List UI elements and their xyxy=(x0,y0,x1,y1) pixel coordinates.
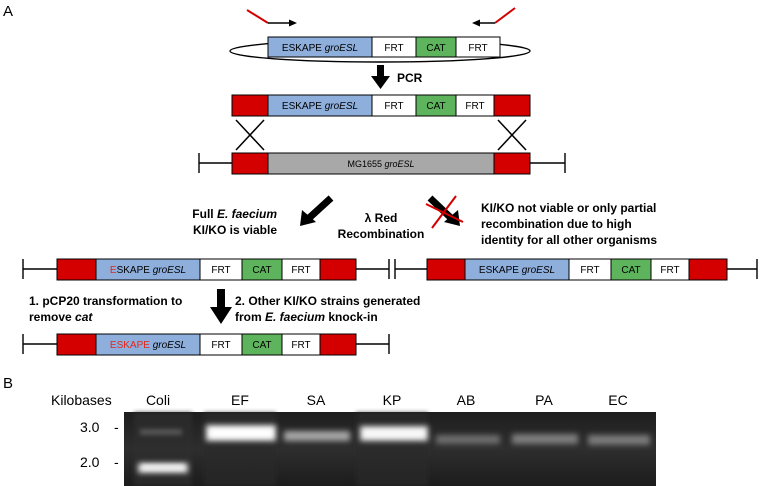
lane-label-ab: AB xyxy=(457,392,476,408)
final-frt2-label: FRT xyxy=(291,340,310,351)
knockin-left-frt1-label: FRT xyxy=(211,265,230,276)
down-arrow xyxy=(210,289,232,324)
lane-label-coli: Coli xyxy=(146,392,170,408)
middle-caption-line1: λ Red xyxy=(365,211,398,225)
knockin-construct-left: ESKAPE groESL FRT CAT FRT xyxy=(22,258,390,281)
chromosome-label: MG1655 groESL xyxy=(347,159,414,169)
panel-b-label: B xyxy=(3,375,13,392)
marker-dash-3kb: - xyxy=(114,419,119,435)
plasmid-eskape-label: ESKAPE groESL xyxy=(282,43,358,54)
knockin-right-frt2-label: FRT xyxy=(660,265,679,276)
plasmid-frt2-label: FRT xyxy=(468,43,487,54)
lane-label-pa: PA xyxy=(535,392,553,408)
final-construct: ESKAPE groESL FRT CAT FRT xyxy=(22,333,390,356)
pcr-frt1-label: FRT xyxy=(384,101,403,112)
pcr-frt2-label: FRT xyxy=(465,101,484,112)
forward-primer-arrow xyxy=(246,9,297,27)
left-caption-line1: Full E. faecium xyxy=(192,207,277,221)
not-viable-cross xyxy=(425,195,464,229)
crossover-left xyxy=(235,119,265,151)
middle-caption-line2: Recombination xyxy=(338,227,425,241)
lane-label-ef: EF xyxy=(231,392,249,408)
panel-a-label: A xyxy=(3,3,13,20)
pcr-label: PCR xyxy=(397,71,423,85)
final-eskape-label: ESKAPE groESL xyxy=(110,340,186,351)
plasmid: ESKAPE groESL FRT CAT FRT xyxy=(229,36,531,63)
kilobases-label: Kilobases xyxy=(51,392,112,408)
knockin-right-frt1-label: FRT xyxy=(580,265,599,276)
step2-line2: from E. faecium knock-in xyxy=(235,310,378,324)
marker-label-3kb: 3.0 xyxy=(80,419,100,435)
pcr-arrow xyxy=(371,65,390,89)
step1-line2: remove cat xyxy=(29,310,93,324)
lane-label-kp: KP xyxy=(383,392,402,408)
knockin-construct-right: ESKAPE groESL FRT CAT FRT xyxy=(394,258,758,281)
step2-line1: 2. Other KI/KO strains generated xyxy=(235,294,420,308)
lane-label-sa: SA xyxy=(307,392,326,408)
lane-label-ec: EC xyxy=(608,392,627,408)
pcr-product: ESKAPE groESL FRT CAT FRT xyxy=(231,94,531,117)
final-frt1-label: FRT xyxy=(211,340,230,351)
crossover-right xyxy=(497,119,527,151)
chromosome: MG1655 groESL xyxy=(198,152,566,175)
right-caption-line1: KI/KO not viable or only partial xyxy=(481,201,656,215)
knockin-right-cat-label: CAT xyxy=(621,265,640,276)
pcr-cat-label: CAT xyxy=(426,101,445,112)
knockin-left-cat-label: CAT xyxy=(252,265,271,276)
step1-line1: 1. pCP20 transformation to xyxy=(29,294,182,308)
plasmid-frt1-label: FRT xyxy=(384,43,403,54)
marker-label-2kb: 2.0 xyxy=(80,454,100,470)
final-cat-label: CAT xyxy=(252,340,271,351)
knockin-left-frt2-label: FRT xyxy=(291,265,310,276)
knockin-right-eskape-label: ESKAPE groESL xyxy=(479,265,555,276)
left-caption-line2: KI/KO is viable xyxy=(193,223,277,237)
right-caption-line3: identity for all other organisms xyxy=(481,233,657,247)
marker-dash-2kb: - xyxy=(114,454,119,470)
left-diagonal-arrow xyxy=(300,195,334,226)
knockin-left-eskape-label: ESKAPE groESL xyxy=(110,265,186,276)
pcr-eskape-label: ESKAPE groESL xyxy=(282,101,358,112)
reverse-primer-arrow xyxy=(472,7,516,27)
plasmid-cat-label: CAT xyxy=(426,43,445,54)
gel-image xyxy=(124,412,656,486)
right-caption-line2: recombination due to high xyxy=(481,217,632,231)
